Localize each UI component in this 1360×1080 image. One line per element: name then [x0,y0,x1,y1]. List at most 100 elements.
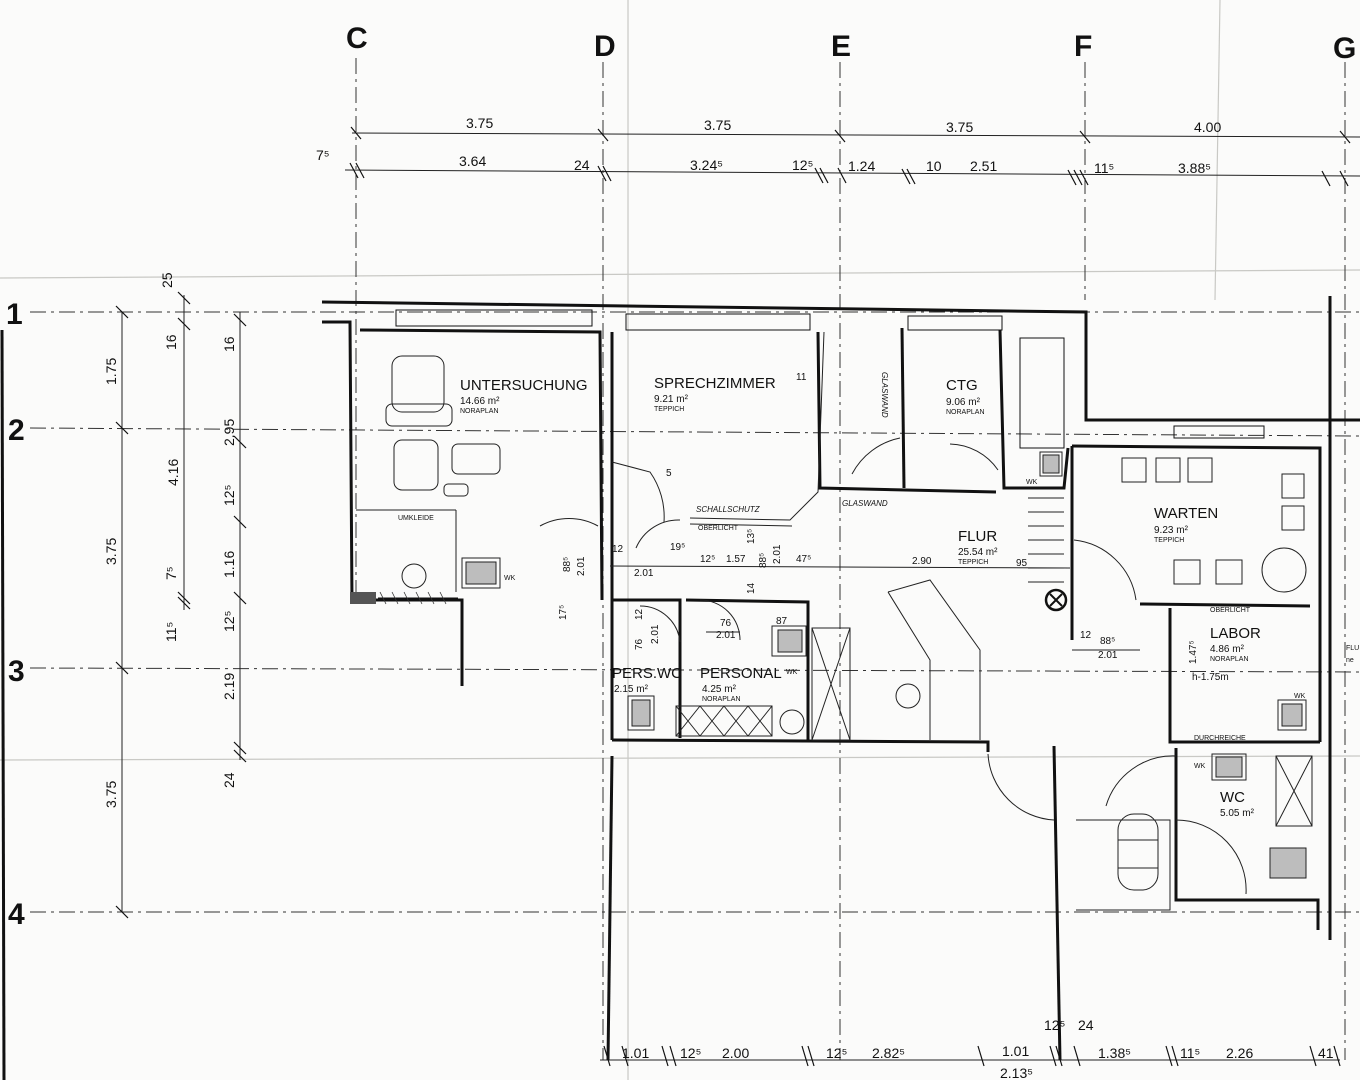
room-name: PERSONAL [700,665,782,682]
room-area: 14.66 m² [460,396,500,407]
dim-inner-1: 16 [221,336,237,352]
dim-top2-10: 3.88⁵ [1178,160,1211,176]
dim-bot-1: 1.01 [622,1045,649,1061]
dim-interior: 12 [612,544,624,555]
dim-interior: 2.01 [650,624,661,644]
oberlicht-label: OBERLICHT [1210,607,1251,614]
notes: UMKLEIDE WK WK WK WK WK OBERLICHT OBERLI… [398,372,1359,770]
dim-interior: 12⁵ [700,554,715,565]
dim-top2-9: 11⁵ [1094,160,1114,176]
dim-interior: 12 [634,608,645,620]
dim-interior: 95 [1016,558,1028,569]
room-name: WC [1220,789,1245,806]
room-ctg: CTG 9.06 m² NORAPLAN [946,377,985,416]
room-labels: UNTERSUCHUNG 14.66 m² NORAPLAN SPRECHZIM… [460,375,1261,819]
room-floor: NORAPLAN [702,696,741,703]
dim-bot-12: 2.26 [1226,1045,1253,1061]
room-warten: WARTEN 9.23 m² TEPPICH [1154,505,1218,544]
dim-left-3: 3.75 [103,781,119,808]
axis-label-1: 1 [6,298,23,331]
dim-interior: 11 [796,372,807,383]
room-name: LABOR [1210,625,1261,642]
umkleide-label: UMKLEIDE [398,515,434,522]
dim-left-1: 1.75 [103,358,119,385]
room-untersuchung: UNTERSUCHUNG 14.66 m² NORAPLAN [460,377,588,415]
room-sprechzimmer: SPRECHZIMMER 9.21 m² TEPPICH [654,375,776,413]
dim-bot-7: 2.13⁵ [1000,1065,1033,1080]
dim-left-2: 3.75 [103,538,119,565]
dim-interior: 1.47⁵ [1188,640,1199,664]
axis-label-2: 2 [8,414,25,447]
wk-label: WK [1294,693,1306,700]
edge-flu-label: FLU [1346,645,1359,652]
room-area: 2.15 m² [614,684,649,695]
room-name: PERS.WC [612,665,682,682]
room-floor: TEPPICH [1154,537,1184,544]
furniture [356,355,1307,891]
dim-interior: 2.01 [716,630,736,641]
edge-ne-label: ne [1346,657,1354,664]
dim-inner-2: 2.95 [221,419,237,446]
dim-interior: 88⁵ [562,557,573,572]
room-area: 9.23 m² [1154,525,1189,536]
room-area: 4.25 m² [702,684,737,695]
room-pers-wc: PERS.WC 2.15 m² [612,665,682,695]
axis-label-f: F [1074,30,1092,63]
dim-mid-1: 25 [159,272,175,288]
room-area: 9.06 m² [946,397,981,408]
left-dimensions: 1.75 3.75 3.75 25 16 4.16 7⁵ 11⁵ 16 2.95… [103,272,247,919]
wk-label: WK [786,669,798,676]
room-name: WARTEN [1154,505,1218,522]
dim-bot-9: 24 [1078,1017,1094,1033]
axis-label-3: 3 [8,655,25,688]
dim-interior: 88⁵ [1100,636,1115,647]
axis-label-d: D [594,30,616,63]
axis-line-2 [29,427,1360,437]
dim-interior: 2.01 [1098,650,1118,661]
interior-dimensions: 2.01 88⁵ 12 19⁵ 12⁵ 1.57 88⁵ 2.01 47⁵ 2.… [558,372,1229,683]
dim-inner-7: 24 [221,772,237,788]
room-name: FLUR [958,528,997,545]
room-name: UNTERSUCHUNG [460,377,588,394]
dim-interior: 19⁵ [670,542,685,553]
room-area: 4.86 m² [1210,644,1245,655]
room-floor: NORAPLAN [460,408,499,415]
dim-mid-4: 7⁵ [163,566,179,580]
dim-top-3: 3.75 [946,119,973,135]
axis-line-3 [29,667,1360,673]
dim-top2-6: 1.24 [848,158,875,174]
dim-top2-2: 3.64 [459,153,486,169]
room-floor: TEPPICH [958,559,988,566]
dim-top2-4: 3.24⁵ [690,157,723,173]
dim-bot-6: 1.01 [1002,1043,1029,1059]
room-area: 9.21 m² [654,394,689,405]
dim-bot-11: 11⁵ [1180,1045,1200,1061]
room-area: 25.54 m² [958,547,998,558]
wk-label: WK [504,575,516,582]
dim-top2-3: 24 [574,157,590,173]
dim-mid-2: 16 [163,334,179,350]
room-name: SPRECHZIMMER [654,375,776,392]
dim-interior: 17⁵ [558,605,569,620]
axis-label-g: G [1333,32,1356,65]
dim-bot-5: 2.82⁵ [872,1045,905,1061]
dim-top-2: 3.75 [704,117,731,133]
dim-bot-2: 12⁵ [680,1045,701,1061]
glaswand-label: GLASWAND [880,372,889,418]
dim-top2-1: 7⁵ [316,147,330,163]
schallschutz-label: SCHALLSCHUTZ [696,505,761,514]
walls [321,296,1360,1061]
dim-interior: 2.01 [634,568,654,579]
bottom-dimensions: 1.01 12⁵ 2.00 12⁵ 2.82⁵ 1.01 2.13⁵ 12⁵ 2… [600,1017,1341,1080]
dim-bot-3: 2.00 [722,1045,749,1061]
dim-bot-8: 12⁵ [1044,1017,1065,1033]
dim-inner-5: 12⁵ [221,611,237,632]
sheet-edge [0,329,6,1080]
dim-inner-4: 1.16 [221,551,237,578]
room-labor: LABOR 4.86 m² NORAPLAN [1210,625,1261,663]
axis-label-4: 4 [8,898,25,931]
dim-inner-3: 12⁵ [221,485,237,506]
room-name: CTG [946,377,978,394]
dim-top-1: 3.75 [466,115,493,131]
